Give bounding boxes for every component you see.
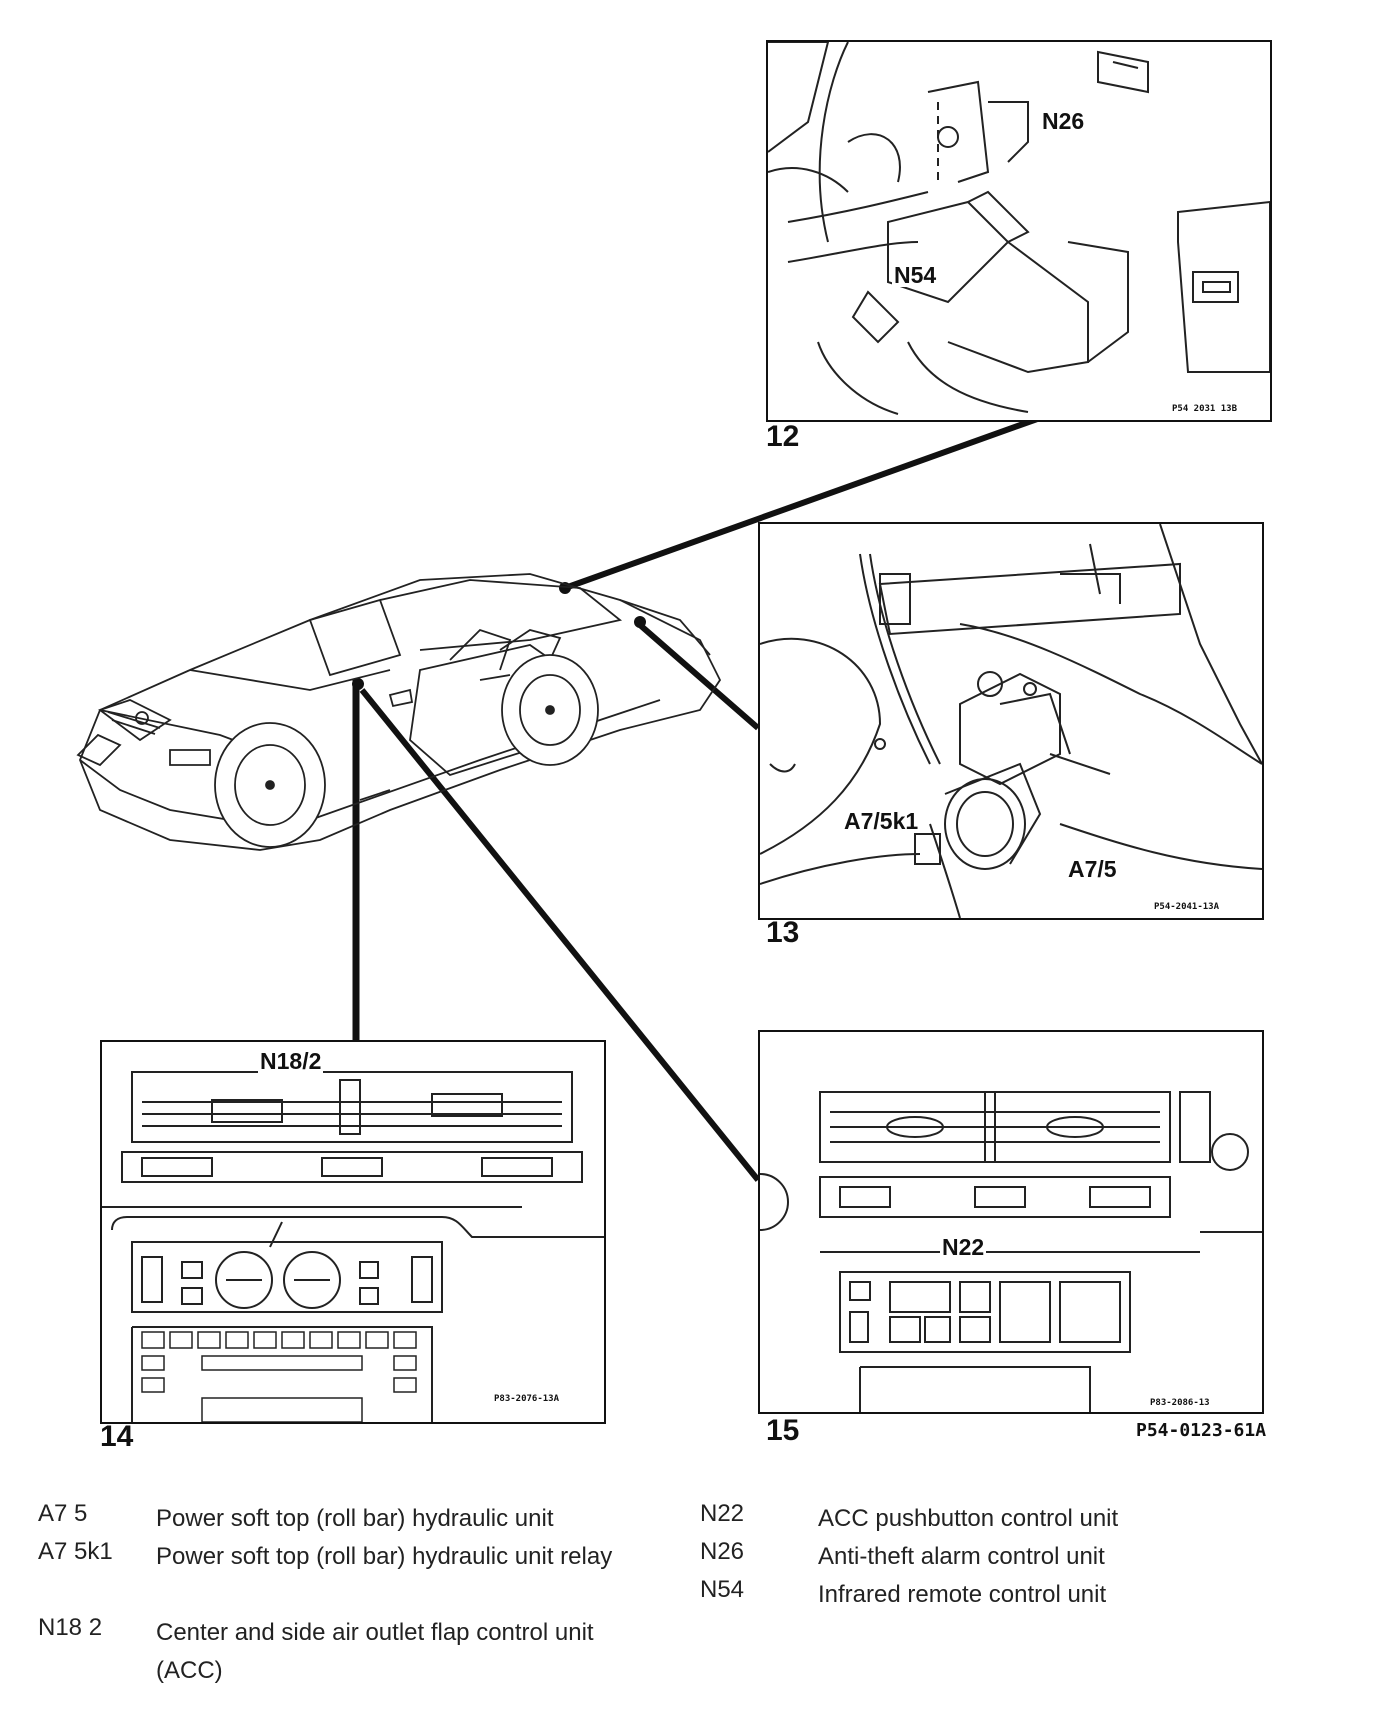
legend-code: A7 5 xyxy=(38,1500,88,1527)
legend-code: N22 xyxy=(700,1500,745,1527)
callout-a7-5: A7/5 xyxy=(1066,856,1119,882)
callout-n22: N22 xyxy=(940,1234,987,1260)
detail-panel-15: N22 P83-2086-13 xyxy=(758,1030,1264,1414)
panel-12-ref: P54 2031 13B xyxy=(1172,404,1238,414)
legend-desc: Power soft top (roll bar) hydraulic unit… xyxy=(156,1543,613,1570)
legend-code: A7 5k1 xyxy=(38,1538,113,1565)
figure-number-12: 12 xyxy=(766,420,800,453)
figure-number-14: 14 xyxy=(100,1420,134,1453)
panel-14-drawing xyxy=(102,1071,604,1422)
panel-12-drawing xyxy=(768,42,1270,415)
figure-number-15: 15 xyxy=(766,1414,800,1447)
legend: A7 5 Power soft top (roll bar) hydraulic… xyxy=(38,1500,1338,1720)
callout-a7-5k1: A7/5k1 xyxy=(842,808,921,834)
figure-number-13: 13 xyxy=(766,916,800,949)
legend-code: N26 xyxy=(700,1538,745,1565)
car-overview-drawing xyxy=(76,573,722,851)
detail-panel-14: N18/2 P83-2076-13A xyxy=(100,1040,606,1424)
panel-14-ref: P83-2076-13A xyxy=(494,1394,560,1404)
legend-code: N54 xyxy=(700,1576,745,1603)
panel-13-drawing xyxy=(760,524,1262,918)
panel-15-ref: P83-2086-13 xyxy=(1150,1398,1210,1408)
legend-desc: ACC pushbutton control unit xyxy=(818,1505,1119,1532)
detail-panel-12: N26 N54 P54 2031 13B xyxy=(766,40,1272,422)
detail-panel-13: A7/5k1 A7/5 P54-2041-13A xyxy=(758,522,1264,920)
legend-code: N18 2 xyxy=(38,1614,103,1641)
legend-desc: Infrared remote control unit xyxy=(818,1581,1107,1608)
sheet-reference: P54-0123-61A xyxy=(1136,1420,1267,1441)
panel-13-ref: P54-2041-13A xyxy=(1154,902,1220,912)
callout-n54: N54 xyxy=(892,262,939,288)
panel-15-drawing xyxy=(760,1091,1262,1412)
legend-desc: Anti-theft alarm control unit xyxy=(818,1543,1105,1570)
callout-n26: N26 xyxy=(1040,108,1087,134)
legend-desc: Power soft top (roll bar) hydraulic unit xyxy=(156,1505,554,1532)
legend-desc: Center and side air outlet flap control … xyxy=(156,1619,594,1684)
callout-n18-2: N18/2 xyxy=(258,1048,324,1074)
